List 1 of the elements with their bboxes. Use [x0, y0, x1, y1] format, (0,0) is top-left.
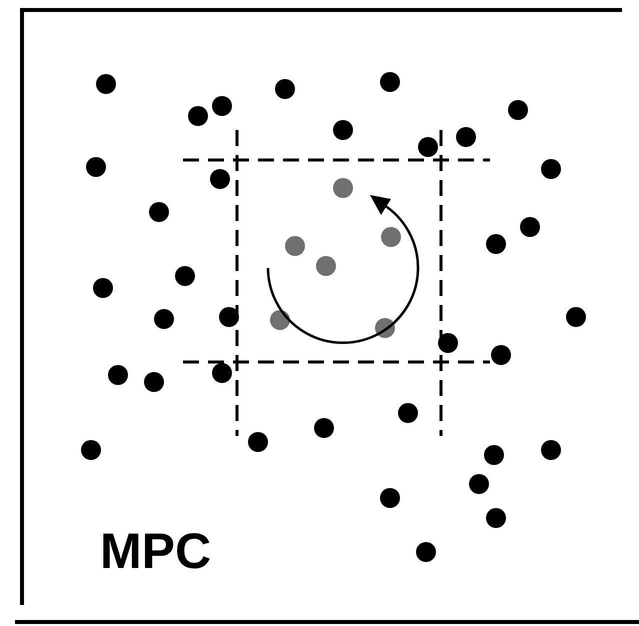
diagram-label: MPC — [100, 526, 212, 576]
